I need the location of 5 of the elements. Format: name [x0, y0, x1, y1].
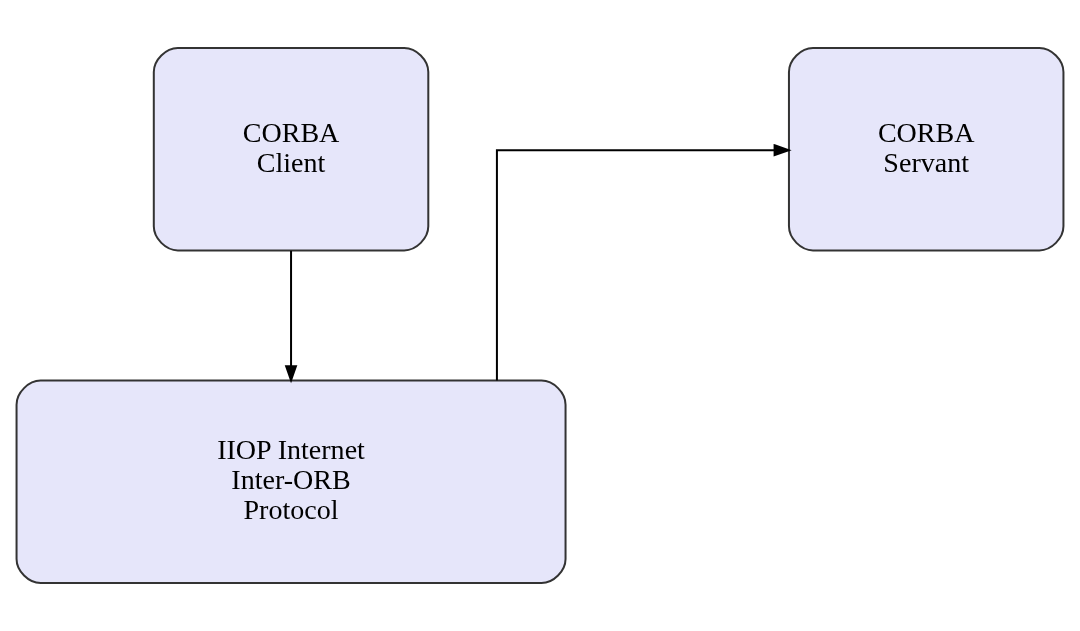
node-box: IIOP Internet Inter-ORB Protocol — [15, 379, 567, 584]
node-box: CORBA Client — [152, 47, 430, 252]
node-box: CORBA Servant — [787, 47, 1065, 252]
arrow — [495, 143, 792, 382]
arrow — [284, 249, 298, 384]
